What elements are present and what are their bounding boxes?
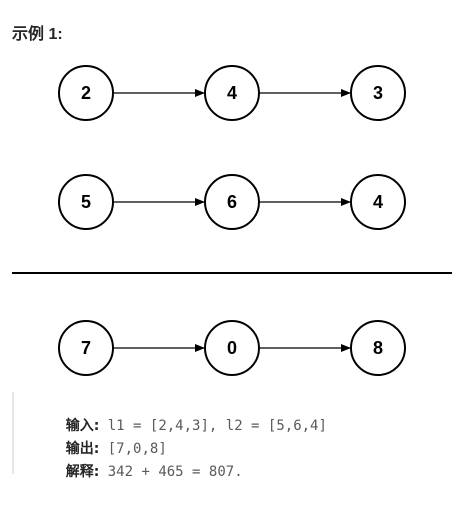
node-circle [204,174,260,230]
output-label: 输出: [65,441,100,457]
list-node: 3 [350,65,406,121]
list-node: 4 [204,65,260,121]
output-value: [7,0,8] [99,441,167,457]
node-circle [58,320,114,376]
node-circle [58,65,114,121]
list-node: 8 [350,320,406,376]
list-node: 7 [58,320,114,376]
node-circle [204,65,260,121]
input-value: l1 = [2,4,3], l2 = [5,6,4] [99,418,327,434]
example-heading: 示例 1: [12,26,63,43]
node-value: 4 [373,192,383,212]
node-value: 7 [81,338,91,358]
list-node: 6 [204,174,260,230]
output-line: 输出: [7,0,8] [32,415,442,457]
list-node: 2 [58,65,114,121]
node-circle [350,65,406,121]
node-value: 0 [227,338,237,358]
node-value: 8 [373,338,383,358]
node-circle [204,320,260,376]
node-circle [350,320,406,376]
input-label: 输入: [65,418,100,434]
list-node: 0 [204,320,260,376]
node-circle [350,174,406,230]
node-circle [58,174,114,230]
node-value: 6 [227,192,237,212]
explain-value: 342 + 465 = 807. [99,464,243,480]
node-value: 2 [81,83,91,103]
node-value: 4 [227,83,237,103]
linked-list-diagram: 2 4 3 5 6 4 7 0 8 [12,65,452,376]
list-node: 4 [350,174,406,230]
node-value: 3 [373,83,383,103]
node-value: 5 [81,192,91,212]
list-node: 5 [58,174,114,230]
input-line: 输入: l1 = [2,4,3], l2 = [5,6,4] [32,392,442,434]
explain-label: 解释: [65,464,100,480]
explanation-block: 输入: l1 = [2,4,3], l2 = [5,6,4] 输出: [7,0,… [12,392,442,480]
